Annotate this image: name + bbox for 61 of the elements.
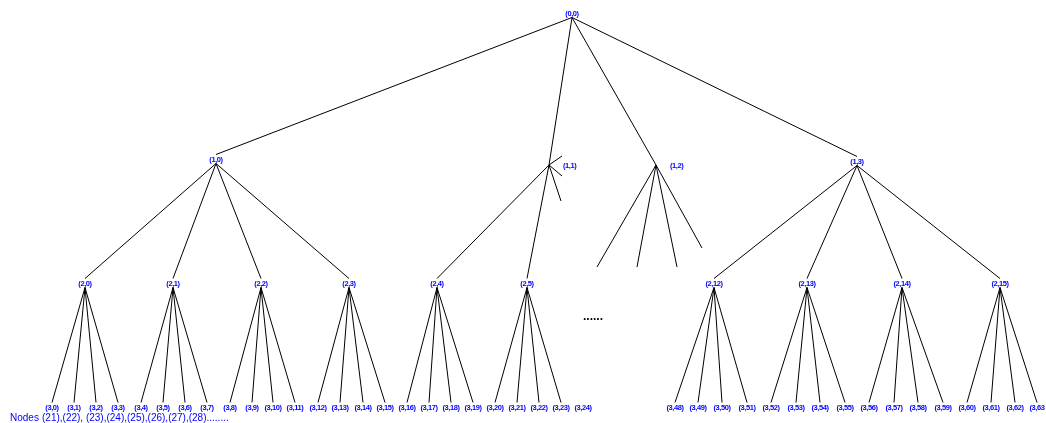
tree-branch-line: [260, 287, 296, 403]
tree-branch-line: [856, 165, 903, 279]
tree-branch-line: [901, 287, 944, 403]
nodes-caption: Nodes: [10, 412, 39, 423]
tree-branch-line: [999, 287, 1016, 403]
tree-branch-line: [436, 287, 452, 403]
tree-branch-line: [51, 287, 86, 403]
tree-branch-line: [526, 287, 540, 403]
tree-branch-line: [548, 17, 573, 166]
tree-branch-line: [172, 287, 208, 403]
tree-branch-line: [795, 287, 808, 403]
tree-branch-line: [806, 287, 821, 403]
tree-branch-line: [806, 165, 858, 279]
tree-branch-line: [571, 17, 858, 157]
tree-branch-line: [172, 287, 186, 403]
tree-branch-line: [856, 165, 1001, 279]
tree-branch-line: [84, 287, 119, 403]
tree-branch-line: [901, 287, 919, 403]
tree-branch-line: [713, 287, 748, 403]
tree-branch-line: [84, 163, 217, 279]
tree-branch-line: [436, 164, 550, 279]
tree-branch-line: [428, 287, 438, 403]
tree-branch-line: [655, 164, 678, 268]
node-number-list: (21),(22), (23),(24),(25),(26),(27),(28)........: [42, 412, 229, 423]
tree-branch-line: [516, 287, 528, 403]
tree-branch-line: [655, 164, 703, 249]
tree-branch-line: [494, 287, 528, 403]
tree-branch-line: [172, 163, 217, 279]
tree-branch-line: [966, 287, 1001, 403]
tree-branch-line: [140, 287, 174, 403]
tree-branch-line: [548, 164, 562, 202]
tree-branch-line: [636, 164, 657, 268]
tree-branch-line: [73, 287, 86, 403]
tree-branch-line: [770, 287, 808, 403]
tree-branch-line: [713, 165, 858, 279]
tree-branch-line: [571, 17, 657, 166]
tree-branch-line: [215, 17, 573, 155]
ellipsis-text: ......: [583, 309, 603, 323]
tree-branch-line: [215, 163, 350, 279]
tree-branch-line: [260, 287, 274, 403]
tree-branch-line: [806, 287, 846, 403]
tree-branch-line: [999, 287, 1038, 403]
tree-branch-line: [348, 287, 386, 403]
tree-branch-line: [348, 287, 364, 403]
tree-branch-line: [84, 287, 97, 403]
tree-branch-line: [162, 287, 174, 403]
tree-branch-line: [215, 163, 262, 279]
tree-branch-line: [868, 287, 903, 403]
tree-branch-line: [596, 164, 657, 268]
tree-branch-line: [893, 287, 903, 403]
tree-branch-line: [526, 164, 550, 279]
tree-branch-line: [713, 287, 723, 403]
tree-branch-line: [548, 155, 563, 166]
tree-branch-line: [548, 164, 563, 177]
tree-branch-line: [251, 287, 262, 403]
tree-branch-line: [526, 287, 562, 403]
tree-branch-line: [697, 287, 715, 403]
tree-branch-line: [674, 287, 715, 403]
tree-branch-line: [436, 287, 474, 403]
tree-branch-line: [339, 287, 350, 403]
tree-branch-line: [990, 287, 1001, 403]
